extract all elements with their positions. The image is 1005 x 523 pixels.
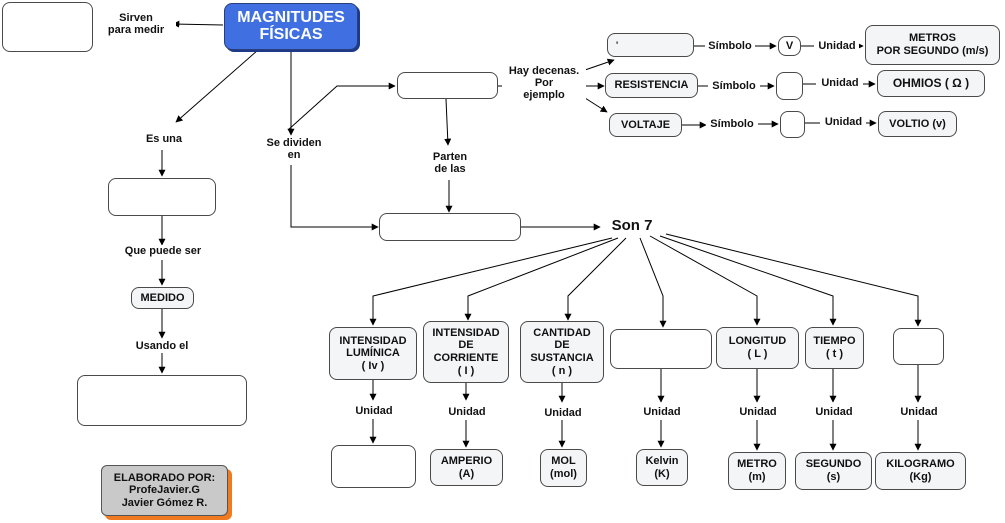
derived-unit-3: VOLTIO (v) bbox=[878, 111, 957, 137]
label-unidad-d2: Unidad bbox=[817, 77, 863, 90]
label-es-una: Es una bbox=[138, 133, 190, 146]
derived-symbol-2 bbox=[776, 72, 803, 100]
derived-symbol-3 bbox=[780, 111, 805, 138]
label-unidad-d3: Unidad bbox=[821, 116, 866, 129]
empty-fundamental-box bbox=[379, 213, 521, 241]
derived-unit-1: METROS POR SEGUNDO (m/s) bbox=[865, 25, 1000, 65]
fundamental-current-intensity: INTENSIDAD DE CORRIENTE ( I ) bbox=[423, 321, 509, 383]
derived-name-1: ' bbox=[607, 33, 694, 57]
unit-empty-candela bbox=[331, 445, 416, 488]
main-title-node: MAGNITUDES FÍSICAS bbox=[224, 3, 358, 50]
fundamental-luminous-intensity: INTENSIDAD LUMÍNICA ( Iv ) bbox=[329, 327, 417, 380]
unit-metro: METRO (m) bbox=[728, 452, 786, 490]
unit-mol: MOL (mol) bbox=[540, 449, 587, 487]
label-unidad-f4: Unidad bbox=[638, 406, 686, 419]
label-que-puede-ser: Que puede ser bbox=[115, 245, 211, 258]
label-unidad-f2: Unidad bbox=[443, 406, 491, 419]
unit-kilogramo: KILOGRAMO (Kg) bbox=[875, 452, 966, 490]
label-simbolo-2: Símbolo bbox=[708, 80, 760, 93]
label-simbolo-1: Símbolo bbox=[705, 40, 755, 53]
label-son-7: Son 7 bbox=[602, 217, 662, 235]
label-unidad-f6: Unidad bbox=[810, 406, 858, 419]
empty-instrument-box bbox=[77, 375, 247, 426]
fundamental-length: LONGITUD ( L ) bbox=[716, 327, 799, 369]
derived-unit-2: OHMIOS ( Ω ) bbox=[877, 70, 985, 97]
empty-property-box bbox=[108, 178, 216, 216]
credit-box: ELABORADO POR: ProfeJavier.G Javier Góme… bbox=[101, 465, 228, 516]
unit-amperio: AMPERIO (A) bbox=[430, 449, 503, 486]
label-unidad-f3: Unidad bbox=[539, 407, 587, 420]
label-hay-decenas: Hay decenas. Por ejemplo bbox=[502, 65, 586, 102]
label-unidad-f5: Unidad bbox=[734, 406, 782, 419]
derived-name-2: RESISTENCIA bbox=[605, 73, 698, 98]
derived-symbol-1: V bbox=[778, 36, 801, 56]
unit-segundo: SEGUNDO (s) bbox=[795, 452, 872, 490]
fundamental-amount-substance: CANTIDAD DE SUSTANCIA ( n ) bbox=[520, 321, 604, 383]
label-usando-el: Usando el bbox=[128, 340, 196, 353]
label-unidad-f7: Unidad bbox=[895, 406, 943, 419]
label-unidad-f1: Unidad bbox=[350, 405, 398, 418]
fundamental-empty-mass bbox=[893, 328, 944, 365]
empty-definition-box bbox=[2, 2, 93, 52]
label-parten-de-las: Parten de las bbox=[425, 151, 475, 176]
unit-kelvin: Kelvin (K) bbox=[636, 449, 688, 486]
fundamental-time: TIEMPO ( t ) bbox=[805, 327, 864, 369]
medido-node: MEDIDO bbox=[131, 287, 194, 309]
empty-derived-box bbox=[397, 72, 498, 99]
label-unidad-d1: Unidad bbox=[815, 40, 859, 53]
label-sirven-para-medir: Sirven para medir bbox=[96, 12, 176, 37]
fundamental-empty-temperature bbox=[610, 329, 712, 369]
derived-name-3: VOLTAJE bbox=[609, 113, 682, 137]
label-se-dividen-en: Se dividen en bbox=[258, 137, 330, 162]
label-simbolo-3: Símbolo bbox=[706, 118, 758, 131]
